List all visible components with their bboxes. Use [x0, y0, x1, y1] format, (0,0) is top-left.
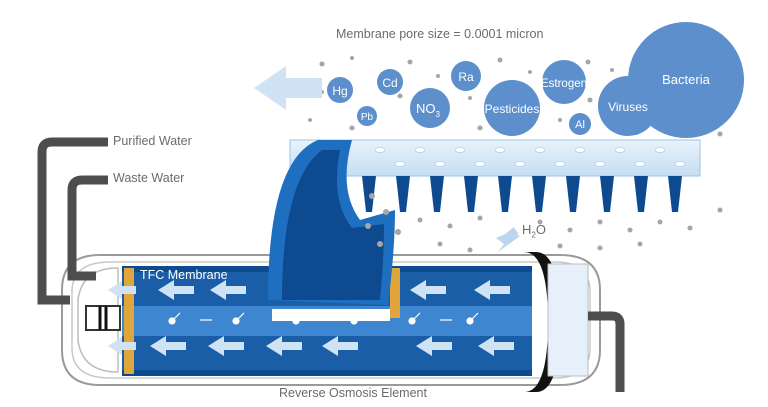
- label-hg: Hg: [332, 84, 347, 98]
- water-label-h: H: [522, 222, 532, 237]
- membrane-sheet-holes: [374, 147, 686, 167]
- flow-arrow: [266, 336, 302, 356]
- membrane-sheet-back: [289, 139, 701, 177]
- flow-arrow: [410, 280, 446, 300]
- label-al: Al: [575, 119, 585, 131]
- waste-water-label: Waste Water: [113, 171, 185, 185]
- pore-cone: [600, 176, 614, 212]
- pore-cone: [464, 176, 478, 212]
- pore-cone: [668, 176, 682, 212]
- rejection-flow-arrow: [254, 66, 322, 110]
- flow-arrow: [474, 280, 510, 300]
- flow-arrow: [150, 336, 186, 356]
- label-pesticides: Pesticides: [485, 102, 540, 116]
- pore-cone: [634, 176, 648, 212]
- left-coupling: [85, 305, 121, 331]
- bubble-ra: [451, 61, 481, 91]
- exit-arrow: [108, 337, 136, 355]
- bubble-hg: [327, 77, 353, 103]
- pore-cone: [430, 176, 444, 212]
- flow-arrow: [210, 280, 246, 300]
- label-pb: Pb: [361, 112, 374, 123]
- pore-cone: [532, 176, 546, 212]
- label-bacteria: Bacteria: [662, 72, 710, 87]
- label-ra: Ra: [458, 70, 474, 84]
- pore-cone: [498, 176, 512, 212]
- membrane-pores: [362, 176, 682, 212]
- flow-arrow: [416, 336, 452, 356]
- waste-water-pipe: [67, 175, 108, 281]
- housing-outline: [61, 254, 601, 386]
- contaminant-bubbles: [327, 22, 744, 138]
- water-label: H2O: [522, 222, 546, 240]
- bubble-pb: [357, 106, 377, 126]
- bubble-pesticides: [484, 80, 540, 136]
- pore-cone: [396, 176, 410, 212]
- purified-water-pipe: [37, 137, 108, 305]
- pore-cone: [566, 176, 580, 212]
- membrane-roll-inner: [282, 150, 384, 300]
- permeate-molecules: [168, 312, 479, 325]
- right-end-cap: [547, 263, 589, 377]
- flow-arrow: [478, 336, 514, 356]
- water-label-o: O: [535, 222, 546, 237]
- label-no3: NO3: [416, 101, 441, 119]
- element-caption: Reverse Osmosis Element: [279, 386, 427, 400]
- bubble-al: [569, 113, 591, 135]
- flow-arrow: [158, 280, 194, 300]
- label-cd: Cd: [382, 76, 397, 90]
- pore-cone: [362, 176, 376, 212]
- feed-pipe: [588, 311, 625, 392]
- pore-size-label: Membrane pore size = 0.0001 micron: [336, 27, 544, 41]
- exit-arrow: [108, 281, 136, 299]
- tfc-membrane-label: TFC Membrane: [140, 268, 228, 282]
- left-brine-seal: [124, 268, 134, 374]
- bubble-cd: [377, 69, 403, 95]
- flow-arrow: [322, 336, 358, 356]
- bubble-bacteria: [628, 22, 744, 138]
- bubble-no3: [410, 88, 450, 128]
- flow-arrow: [208, 336, 244, 356]
- label-estrogen: Estrogen: [541, 78, 587, 90]
- purified-water-label: Purified Water: [113, 134, 192, 148]
- permeate-tube-opening: [272, 309, 390, 321]
- cylinder-lower-band: [122, 334, 532, 370]
- water-label-2: 2: [531, 230, 536, 240]
- label-viruses: Viruses: [608, 100, 648, 114]
- bubble-estrogen: [542, 60, 586, 104]
- center-seal: [390, 268, 400, 318]
